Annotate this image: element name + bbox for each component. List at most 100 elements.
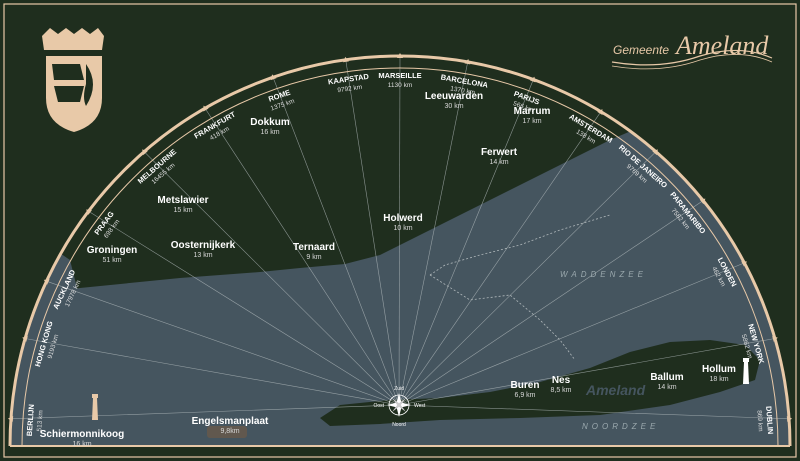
ray-amsterdam (398, 111, 602, 406)
place-distance: 15 km (173, 207, 192, 214)
direction-rays (10, 55, 790, 420)
place-distance: 30 km (444, 103, 463, 110)
compass-rim-inner (21, 67, 779, 447)
ray-marseille (398, 55, 401, 406)
island-label: Ameland (585, 382, 646, 398)
place-name: Ferwert (481, 147, 518, 158)
ray-rio-de-janeiro (398, 151, 657, 406)
place-name: Engelsmanplaat (192, 416, 269, 427)
rim-tick-icon (270, 74, 277, 81)
place-name: Leeuwarden (425, 91, 483, 102)
place-name: Groningen (87, 245, 138, 256)
ray-kaapstad (345, 59, 400, 406)
place-name: Oosternijkerk (171, 240, 236, 251)
place-name: Buren (511, 380, 540, 391)
place-distance: 14 km (489, 159, 508, 166)
ray-berlijn (10, 404, 400, 420)
rim-tick-icon (7, 415, 14, 422)
place-distance: 9 km (306, 254, 321, 261)
place-distance: 6,9 km (514, 392, 535, 399)
rim-tick-icon (397, 53, 403, 58)
place-name: Ternaard (293, 242, 335, 253)
place-name: Hollum (702, 364, 736, 375)
compass-west: West (414, 403, 426, 409)
waddenzee-water (10, 56, 790, 446)
rim-destination-distance: 869 km (755, 410, 763, 432)
ray-new-york (398, 338, 775, 406)
brand-name: Ameland (674, 31, 769, 60)
rim-destination-name: DUBLIN (764, 406, 775, 435)
place-name: Holwerd (383, 213, 422, 224)
place-name: Dokkum (250, 117, 290, 128)
place-distance: 51 km (102, 257, 121, 264)
place-distance: 10 km (393, 225, 412, 232)
place-distance: 16 km (72, 441, 91, 448)
place-distance: 13 km (193, 252, 212, 259)
rim-tick-icon (203, 105, 209, 112)
brand-prefix: Gemeente (613, 43, 669, 57)
rim-tick-icon (772, 336, 778, 342)
rim-tick-icon (741, 261, 747, 267)
rim-tick-icon (597, 109, 603, 115)
rim-tick-icon (464, 58, 471, 65)
place-distance: 14 km (657, 384, 676, 391)
place-name: Ballum (650, 372, 683, 383)
rim-tick-icon (142, 149, 148, 156)
rim-tick-icon (652, 149, 658, 156)
noordzee-label: NOORDZEE (582, 422, 659, 431)
rim-destination-name: MARSEILLE (378, 71, 421, 80)
ray-parijs (398, 79, 534, 406)
ameland-island (320, 340, 760, 426)
compass-east: Oost (373, 403, 384, 409)
place-name: Schiermonnikoog (40, 429, 124, 440)
ray-paramaribo (398, 200, 704, 406)
compass-rose-icon: Zuid Noord Oost West (373, 386, 425, 428)
place-name: Nes (552, 375, 571, 386)
rim-tick-icon (699, 198, 706, 205)
place-distance: 17 km (522, 118, 541, 125)
place-distance: 8,5 km (550, 387, 571, 394)
rim-tick-icon (343, 56, 349, 63)
place-distance: 9,8km (220, 428, 239, 435)
coat-of-arms-icon (42, 28, 104, 132)
rim-destination-distance: 1370 km (450, 85, 476, 96)
rim-destination-distance: 513 km (36, 410, 44, 432)
ray-melbourne (143, 151, 400, 406)
rim-tick-icon (86, 209, 92, 215)
ray-barcelona (398, 61, 469, 406)
compass-south: Zuid (394, 386, 404, 392)
rim-tick-icon (43, 279, 50, 285)
rim-tick-icon (529, 76, 536, 83)
frame-border (3, 3, 797, 458)
waddenzee-label: WADDENZEE (560, 270, 647, 279)
lighthouse-schiermonnikoog-icon (92, 394, 98, 420)
rim-destination-distance: 1130 km (388, 82, 412, 89)
rim-destination-name: BERLIJN (25, 404, 36, 437)
place-distance: 16 km (260, 129, 279, 136)
place-name: Metslawier (157, 195, 208, 206)
ray-dublin (398, 404, 790, 420)
rim-tick-icon (22, 336, 28, 342)
rim-tick-icon (786, 415, 793, 422)
ray-frankfurt (204, 108, 400, 406)
place-name: Marrum (514, 106, 551, 117)
compass-north: Noord (392, 422, 406, 428)
